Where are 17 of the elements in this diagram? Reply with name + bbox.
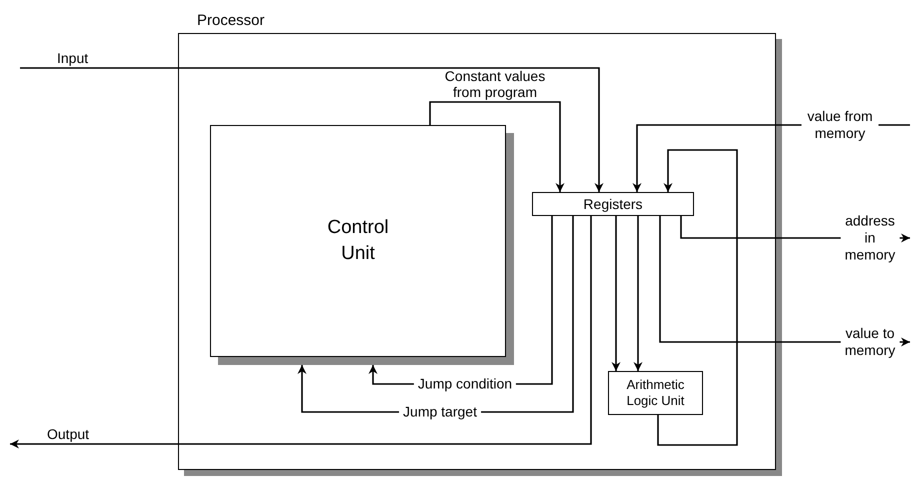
alu-box: Arithmetic Logic Unit	[608, 371, 703, 415]
edge-label: address in memory	[840, 212, 900, 264]
edge-label: value from memory	[802, 108, 878, 142]
edge-label: Constant values from program	[444, 68, 546, 100]
arrow	[612, 216, 620, 371]
registers-box: Registers	[532, 192, 694, 216]
container-heading: Processor	[197, 11, 265, 31]
edge-label: Jump target	[399, 404, 481, 420]
arrow	[20, 67, 604, 192]
arrow	[10, 216, 592, 448]
edge-label: Output	[47, 426, 90, 442]
edge-label: Jump condition	[414, 376, 516, 392]
edge-label: value to memory	[840, 325, 900, 359]
arrow	[634, 216, 642, 371]
arrow	[657, 149, 738, 446]
edge-label: Input	[57, 50, 88, 66]
arrow	[429, 101, 564, 192]
